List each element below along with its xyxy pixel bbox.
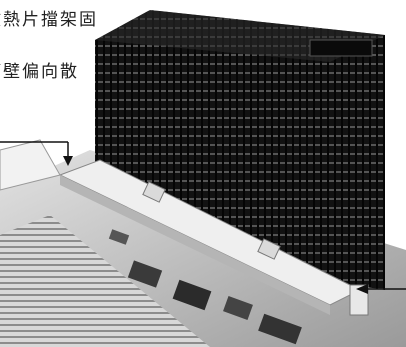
caption-line-1: 散熱片擋架固 <box>0 10 98 30</box>
board-components <box>108 229 302 345</box>
memory-slots <box>0 215 210 347</box>
bracket-clip-mid <box>257 238 281 260</box>
heatsink-body <box>95 10 385 290</box>
chassis-edge <box>0 139 61 191</box>
bracket-clip-left <box>142 181 166 203</box>
caption-line-2: 槽壁偏向散 <box>0 62 79 82</box>
heatsink-label-plate <box>309 39 373 57</box>
bracket-rail-shadow <box>60 175 330 315</box>
bracket-post-right <box>349 284 369 316</box>
